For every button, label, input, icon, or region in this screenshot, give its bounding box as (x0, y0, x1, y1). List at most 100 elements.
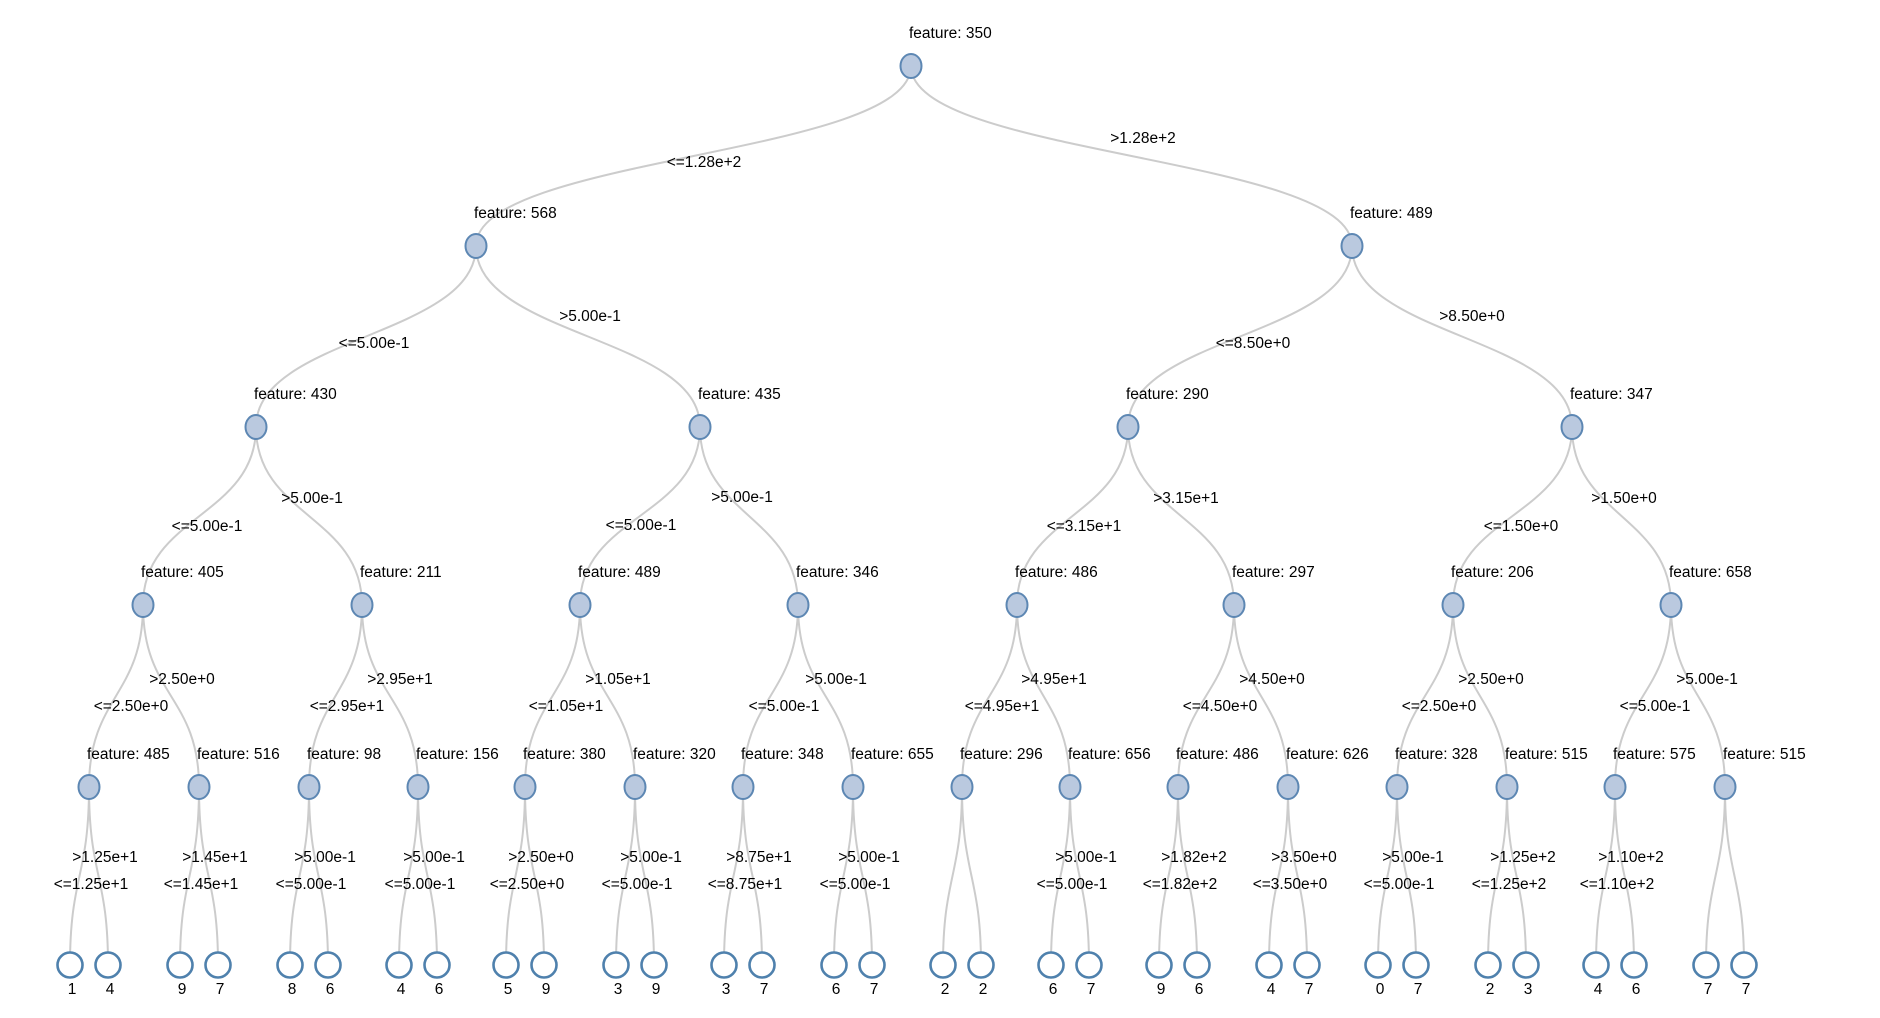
tree-leaves-layer (56, 951, 1758, 979)
leaf-node-l22 (1255, 951, 1283, 979)
tree-edge-n14-n29 (1614, 604, 1672, 788)
leaf-class-value: 6 (1632, 981, 1641, 998)
leaf-class-value: 4 (1267, 981, 1276, 998)
split-node-n4 (688, 414, 712, 440)
edge-threshold-label: >1.25e+2 (1490, 849, 1556, 866)
split-node-feature-label: feature: 206 (1451, 564, 1534, 581)
split-node-n25 (1166, 774, 1190, 800)
split-node-feature-label: feature: 296 (960, 746, 1043, 763)
tree-edge-n13-n28 (1452, 604, 1508, 788)
split-node-feature-label: feature: 430 (254, 386, 337, 403)
leaf-node-l15 (858, 951, 886, 979)
edge-threshold-label: >5.00e-1 (838, 849, 900, 866)
edge-threshold-label: >1.50e+0 (1591, 490, 1657, 507)
leaf-class-value: 9 (178, 981, 187, 998)
leaf-node-l27 (1512, 951, 1540, 979)
split-node-feature-label: feature: 575 (1613, 746, 1696, 763)
edge-threshold-label: <=5.00e-1 (1037, 876, 1108, 893)
edge-threshold-label: >4.50e+0 (1239, 671, 1305, 688)
tree-edge-n25-l20 (1158, 786, 1179, 966)
leaf-class-value: 3 (722, 981, 731, 998)
edge-threshold-label: <=1.50e+0 (1484, 518, 1559, 535)
leaf-node-l18 (1037, 951, 1065, 979)
split-node-n1 (464, 233, 488, 259)
split-node-n23 (950, 774, 974, 800)
edge-threshold-label: <=2.50e+0 (94, 698, 169, 715)
tree-edge-n4-n9 (579, 426, 701, 606)
edge-threshold-label: <=1.82e+2 (1143, 876, 1218, 893)
leaf-node-l4 (276, 951, 304, 979)
leaf-class-value: 4 (397, 981, 406, 998)
split-node-feature-label: feature: 656 (1068, 746, 1151, 763)
split-node-feature-label: feature: 98 (307, 746, 381, 763)
split-node-feature-label: feature: 380 (523, 746, 606, 763)
split-node-n26 (1276, 774, 1300, 800)
split-node-feature-label: feature: 655 (851, 746, 934, 763)
leaf-node-l21 (1183, 951, 1211, 979)
split-node-feature-label: feature: 290 (1126, 386, 1209, 403)
tree-edge-n30-l31 (1724, 786, 1745, 966)
leaf-class-value: 7 (1087, 981, 1096, 998)
edge-threshold-label: >8.50e+0 (1439, 308, 1505, 325)
edge-threshold-label: <=5.00e-1 (820, 876, 891, 893)
edge-threshold-label: >5.00e-1 (559, 308, 621, 325)
tree-edge-n24-l19 (1069, 786, 1090, 966)
edge-threshold-label: >1.82e+2 (1161, 849, 1227, 866)
split-node-feature-label: feature: 211 (360, 564, 442, 581)
leaf-class-value: 4 (1594, 981, 1603, 998)
edge-threshold-label: <=5.00e-1 (606, 517, 677, 534)
tree-edge-n8-n18 (361, 604, 419, 788)
split-node-feature-label: feature: 405 (141, 564, 224, 581)
split-node-n19 (513, 774, 537, 800)
leaf-node-l7 (423, 951, 451, 979)
tree-edge-n4-n10 (699, 426, 799, 606)
tree-edge-n6-n13 (1452, 426, 1573, 606)
leaf-node-l2 (166, 951, 194, 979)
split-node-n12 (1222, 592, 1246, 618)
edge-threshold-label: <=3.50e+0 (1253, 876, 1328, 893)
leaf-node-l28 (1582, 951, 1610, 979)
edge-threshold-label: >5.00e-1 (620, 849, 682, 866)
split-node-feature-label: feature: 486 (1176, 746, 1259, 763)
leaf-node-l17 (967, 951, 995, 979)
split-node-n27 (1385, 774, 1409, 800)
edge-threshold-label: <=8.75e+1 (708, 876, 783, 893)
split-node-n24 (1058, 774, 1082, 800)
split-node-n8 (350, 592, 374, 618)
edge-threshold-label: >3.50e+0 (1271, 849, 1337, 866)
tree-edge-n24-l18 (1050, 786, 1071, 966)
edge-threshold-label: <=5.00e-1 (1364, 876, 1435, 893)
tree-edge-n26-l23 (1287, 786, 1308, 966)
tree-edge-n7-n15 (88, 604, 144, 788)
leaf-class-value: 5 (504, 981, 513, 998)
split-node-n22 (841, 774, 865, 800)
split-node-feature-label: feature: 350 (909, 25, 992, 42)
tree-edge-n22-l15 (852, 786, 873, 966)
leaf-class-value: 1 (68, 981, 77, 998)
edge-threshold-label: >5.00e-1 (281, 490, 343, 507)
leaf-node-l6 (385, 951, 413, 979)
leaf-class-value: 9 (652, 981, 661, 998)
split-node-feature-label: feature: 485 (87, 746, 170, 763)
split-node-n20 (623, 774, 647, 800)
tree-edge-n18-l7 (417, 786, 438, 966)
edge-threshold-label: <=1.05e+1 (529, 698, 604, 715)
tree-edge-n1-n4 (475, 245, 701, 428)
split-node-n5 (1116, 414, 1140, 440)
edge-threshold-label: <=4.50e+0 (1183, 698, 1258, 715)
tree-edge-n27-l25 (1396, 786, 1417, 966)
tree-edge-n20-l11 (634, 786, 655, 966)
tree-edge-n25-l21 (1177, 786, 1198, 966)
leaf-node-l23 (1293, 951, 1321, 979)
tree-edge-n18-l6 (398, 786, 419, 966)
edge-labels-layer: <=1.28e+2>1.28e+2<=5.00e-1>5.00e-1<=8.50… (54, 130, 1738, 893)
split-node-n17 (297, 774, 321, 800)
tree-edge-n27-l24 (1377, 786, 1398, 966)
split-node-feature-label: feature: 297 (1232, 564, 1315, 581)
leaf-node-l24 (1364, 951, 1392, 979)
leaf-class-value: 7 (216, 981, 225, 998)
leaf-class-value: 6 (435, 981, 444, 998)
edge-threshold-label: <=5.00e-1 (276, 876, 347, 893)
edge-threshold-label: >5.00e-1 (1055, 849, 1117, 866)
